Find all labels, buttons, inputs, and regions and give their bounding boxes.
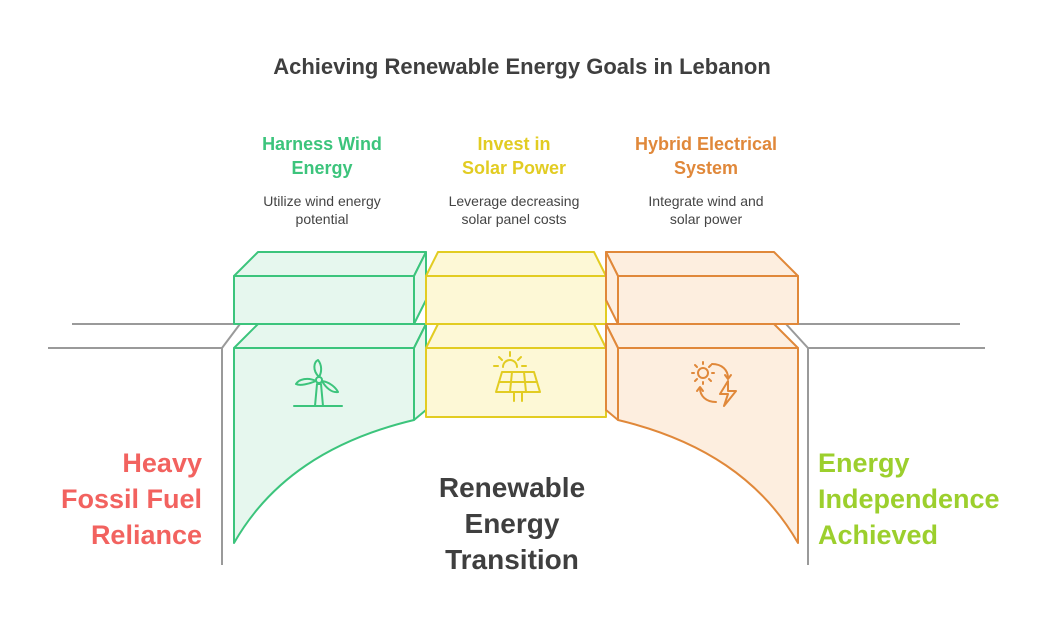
hybrid-lower-block-lid xyxy=(605,323,799,349)
wind-arch-block xyxy=(233,347,415,544)
wind-turbine-icon xyxy=(293,359,343,407)
end-state-label: Energy Independence Achieved xyxy=(818,448,1000,550)
wind-top-block-face xyxy=(233,275,415,325)
right-upper-ground xyxy=(783,323,985,349)
hybrid-arch-block xyxy=(617,347,799,544)
transition-label: Renewable Energy Transition xyxy=(438,472,586,575)
hybrid-heading: Hybrid Electrical System xyxy=(634,134,778,178)
diagram-title: Achieving Renewable Energy Goals in Leba… xyxy=(273,54,771,79)
hybrid-description: Integrate wind and solar power xyxy=(648,193,764,227)
hybrid-column-blocks xyxy=(605,251,799,544)
solar-top-block-lid xyxy=(425,251,607,277)
wind-column-blocks xyxy=(233,251,427,544)
wind-heading: Harness Wind Energy xyxy=(262,134,382,178)
left-upper-ground xyxy=(48,323,242,349)
wind-top-block-lid xyxy=(233,251,427,277)
solar-description: Leverage decreasing solar panel costs xyxy=(448,193,580,227)
wind-description: Utilize wind energy potential xyxy=(263,193,381,227)
solar-top-block-face xyxy=(425,275,607,325)
solar-panel-icon xyxy=(493,351,541,402)
solar-heading: Invest in Solar Power xyxy=(461,134,567,178)
hybrid-top-block-face xyxy=(617,275,799,325)
start-state-label: Heavy Fossil Fuel Reliance xyxy=(60,448,202,550)
solar-lower-block-lid xyxy=(425,323,607,349)
ground-lines xyxy=(48,323,985,565)
hybrid-lower-block-side xyxy=(605,323,619,421)
hybrid-energy-icon xyxy=(691,361,737,407)
hybrid-top-block-lid xyxy=(605,251,799,277)
wind-lower-block-lid xyxy=(233,323,427,349)
